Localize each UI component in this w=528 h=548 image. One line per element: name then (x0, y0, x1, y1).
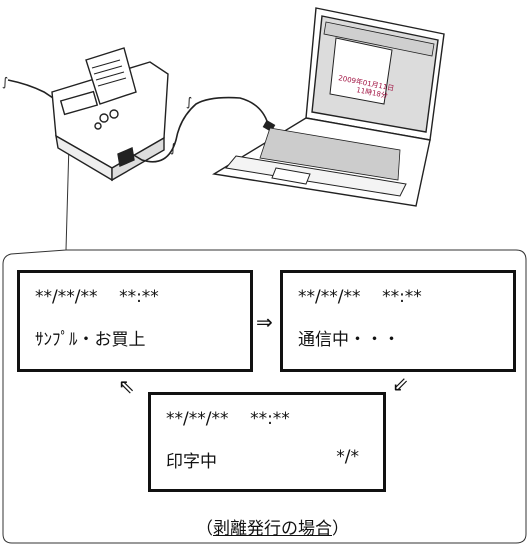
printer (51, 47, 169, 182)
display-status: 通信中・・・ (298, 330, 400, 350)
svg-text:∫: ∫ (170, 141, 176, 155)
arrow-up-left-icon: ⇖ (118, 374, 135, 398)
laptop (212, 7, 445, 207)
arrow-right-icon: ⇒ (256, 310, 273, 334)
caption: （剥離発行の場合） (196, 514, 349, 539)
display-datetime: **/**/** **:** (298, 287, 422, 307)
display-comm: **/**/** **:** 通信中・・・ (280, 270, 516, 372)
data-cable (131, 96, 269, 163)
display-status: ｻﾝﾌﾟﾙ・お買上 (35, 330, 146, 350)
caption-close-paren: ） (332, 519, 349, 539)
display-sample: **/**/** **:** ｻﾝﾌﾟﾙ・お買上 (17, 270, 253, 372)
caption-open-paren: （ (196, 519, 213, 539)
svg-text:∫: ∫ (2, 75, 8, 89)
svg-text:∫: ∫ (186, 95, 192, 109)
callout-frame (2, 107, 527, 544)
display-datetime: **/**/** **:** (166, 409, 290, 429)
display-print: **/**/** **:** 印字中 */* (148, 392, 386, 492)
display-datetime: **/**/** **:** (35, 287, 159, 307)
caption-text: 剥離発行の場合 (213, 519, 332, 539)
display-status: 印字中 (166, 452, 217, 472)
display-count: */* (336, 447, 359, 467)
arrow-down-left-icon: ⇙ (392, 372, 409, 396)
